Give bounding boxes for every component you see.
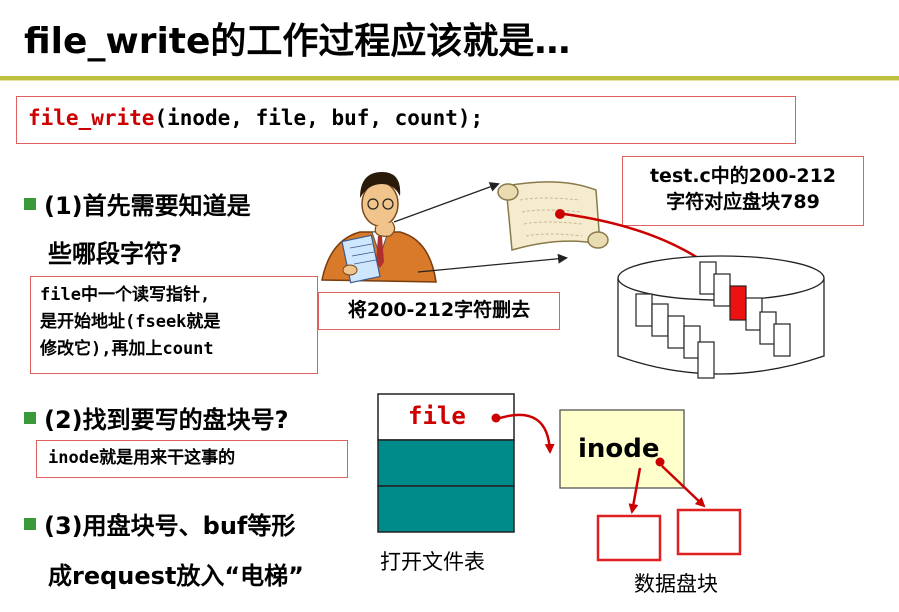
bullet-square-icon (24, 518, 36, 530)
code-function-name: file_write (28, 106, 155, 130)
code-arguments: (inode, file, buf, count); (154, 106, 484, 130)
arrow-inode-to-block1 (628, 467, 642, 514)
step3-line2: 成request放入“电梯” (48, 562, 304, 590)
step3-line1-text: (3)用盘块号、buf等形 (44, 512, 296, 540)
step2-note-box (36, 440, 348, 478)
file-entry-label: file (408, 402, 466, 430)
arrow-file-to-inode (499, 413, 555, 454)
bullet-square-icon (24, 412, 36, 424)
disk-icon (617, 255, 825, 379)
scroll-icon (497, 181, 609, 251)
data-blocks-caption: 数据盘块 (634, 572, 718, 596)
step1-line1-text: (1)首先需要知道是 (44, 192, 251, 220)
code-signature: file_write(inode, file, buf, count); (28, 106, 483, 130)
inode-dot (655, 457, 665, 467)
step1-line2: 些哪段字符? (48, 240, 182, 268)
thinking-person-icon (321, 172, 437, 284)
step2-line: (2)找到要写的盘块号? (24, 400, 289, 435)
title-underline (0, 76, 899, 80)
data-block-2 (676, 508, 742, 556)
step2-note-text: inode就是用来干这事的 (48, 448, 236, 468)
step2-text: (2)找到要写的盘块号? (44, 406, 289, 434)
scroll-marker-dot (555, 209, 565, 219)
file-table-caption: 打开文件表 (380, 550, 485, 574)
step1-note-text: file中一个读写指针, 是开始地址(fseek就是 修改它),再加上count (40, 285, 221, 359)
page-title: file_write的工作过程应该就是… (24, 21, 571, 62)
open-file-table (377, 393, 515, 533)
step1-line1: (1)首先需要知道是 (24, 186, 251, 221)
callout-test-c-line1: test.c中的200-212 (649, 165, 837, 187)
code-signature-box (16, 96, 796, 144)
title-underline-light (0, 80, 899, 81)
inode-box (559, 409, 685, 489)
target-block (729, 285, 747, 321)
step3-line1: (3)用盘块号、buf等形 (24, 506, 295, 541)
arrow-inode-to-block2 (661, 465, 706, 508)
bullet-square-icon (24, 198, 36, 210)
inode-label: inode (578, 434, 660, 464)
step1-note-box (30, 276, 318, 374)
callout-delete-chars: 将200-212字符删去 (318, 292, 560, 330)
file-entry-dot (491, 413, 501, 423)
callout-test-c-line2: 字符对应盘块789 (666, 191, 820, 213)
callout-test-c: test.c中的200-212 字符对应盘块789 (622, 156, 864, 226)
data-block-1 (596, 514, 662, 562)
arrow-person-to-scroll-bottom (417, 253, 568, 273)
arrow-person-to-scroll-top (393, 182, 500, 223)
